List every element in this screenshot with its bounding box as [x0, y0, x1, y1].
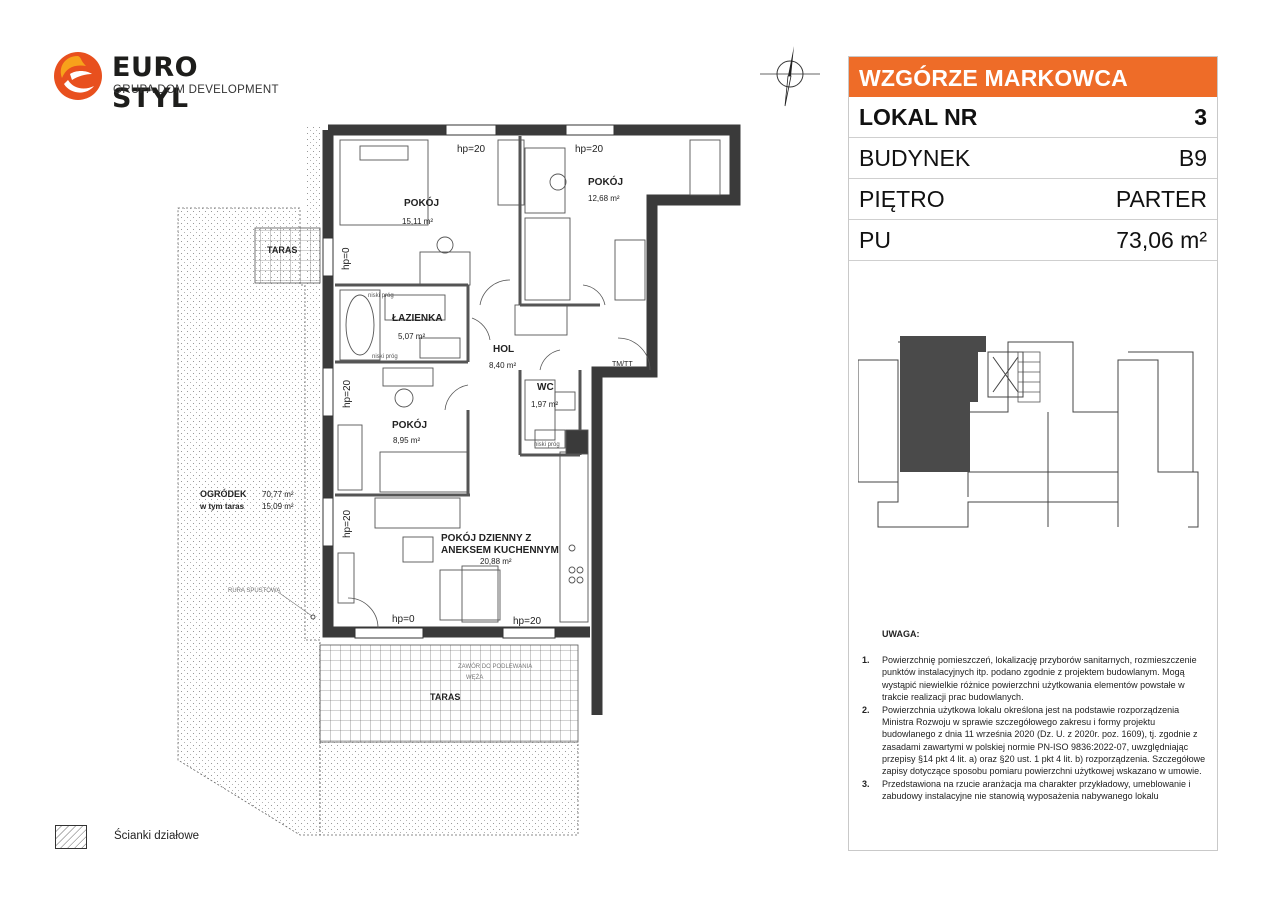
- windows: [322, 124, 615, 639]
- tag-rura: RURA SPUSTOWA: [228, 588, 280, 594]
- garden-area: [177, 125, 579, 836]
- note-item: 3.Przedstawiona na rzucie aranżacja ma c…: [862, 779, 1191, 802]
- tag-prog-2: niski próg: [372, 354, 398, 360]
- tag-hp20-vertical-1: hp=20: [342, 379, 353, 408]
- tag-hp20-3: hp=20: [513, 616, 542, 627]
- info-panel: WZGÓRZE MARKOWCA LOKAL NR 3 BUDYNEK B9 P…: [848, 56, 1218, 851]
- notes: UWAGA: 1.Powierzchnię pomieszczeń, lokal…: [862, 628, 1207, 804]
- legend-label: Ścianki działowe: [114, 830, 200, 842]
- row-lokal: LOKAL NR 3: [849, 97, 1217, 138]
- small-terrace-label: TARAS: [267, 245, 297, 255]
- room-wc-area: 1,97 m²: [531, 400, 558, 409]
- garden-label: OGRÓDEK: [200, 488, 247, 499]
- room-hol-name: HOL: [493, 344, 514, 355]
- north-arrow-icon: [760, 46, 820, 107]
- room-pokoj-2-area: 12,68 m²: [588, 194, 620, 203]
- big-terrace: [319, 644, 579, 743]
- row-lokal-value: 3: [1194, 104, 1207, 130]
- note-text: Powierzchnię pomieszczeń, lokalizację pr…: [882, 655, 1197, 702]
- garden-terrace-value: 15,09 m²: [262, 502, 294, 511]
- euro-styl-logo-icon: [54, 52, 102, 100]
- brand-logo: EURO STYL GRUPA DOM DEVELOPMENT: [52, 50, 282, 114]
- brand-name: EURO STYL: [112, 52, 199, 114]
- tag-hp0-vertical: hp=0: [341, 247, 352, 270]
- notes-list: 1.Powierzchnię pomieszczeń, lokalizację …: [862, 654, 1207, 802]
- room-pokoj-1-area: 15,11 m²: [402, 217, 433, 226]
- partition-wall-legend-icon: [55, 825, 87, 849]
- tag-prog-1: niski próg: [368, 293, 394, 299]
- tag-weza: WĘŻA: [466, 674, 483, 681]
- note-text: Przedstawiona na rzucie aranżacja ma cha…: [882, 779, 1191, 802]
- tag-tmtt: TM/TT: [612, 361, 633, 368]
- row-pu: PU 73,06 m²: [849, 220, 1217, 261]
- row-pu-value: 73,06 m²: [1116, 227, 1207, 253]
- notes-heading: UWAGA:: [882, 629, 920, 639]
- tag-hp20-1: hp=20: [457, 144, 486, 155]
- garden-label2: w tym taras: [199, 502, 245, 511]
- small-terrace: [254, 227, 321, 284]
- tag-zawor: ZAWÓR DO PODLEWANIA: [458, 663, 532, 670]
- note-text: Powierzchnia użytkowa lokalu określona j…: [882, 705, 1206, 777]
- tag-prog-3: niski próg: [534, 442, 560, 448]
- room-living-name: POKÓJ DZIENNY Z: [441, 531, 531, 544]
- room-pokoj-2-name: POKÓJ: [588, 175, 623, 188]
- room-pokoj-3-name: POKÓJ: [392, 418, 427, 431]
- brand-subtitle: GRUPA DOM DEVELOPMENT: [113, 84, 279, 96]
- row-pietro: PIĘTRO PARTER: [849, 179, 1217, 220]
- row-pietro-label: PIĘTRO: [859, 186, 945, 212]
- note-item: 2.Powierzchnia użytkowa lokalu określona…: [862, 705, 1206, 777]
- unit-highlight: [900, 336, 986, 472]
- tag-hp20-2: hp=20: [575, 144, 604, 155]
- doors: [347, 279, 651, 629]
- room-pokoj-1-name: POKÓJ: [404, 196, 439, 209]
- row-budynek-value: B9: [1178, 145, 1207, 171]
- row-lokal-label: LOKAL NR: [859, 104, 978, 130]
- row-pu-label: PU: [859, 227, 891, 253]
- building-key-plan: [858, 336, 1199, 528]
- garden-area-value: 70,77 m²: [262, 490, 294, 499]
- room-living-area: 20,88 m²: [480, 557, 512, 566]
- row-pietro-value: PARTER: [1115, 186, 1207, 212]
- row-budynek-label: BUDYNEK: [859, 145, 971, 171]
- tag-hp0: hp=0: [392, 614, 415, 625]
- floor-plan: POKÓJ 15,11 m² POKÓJ 12,68 m² ŁAZIENKA 5…: [177, 124, 741, 836]
- room-living-name2: ANEKSEM KUCHENNYM: [441, 545, 559, 556]
- tag-hp20-vertical-2: hp=20: [342, 509, 353, 538]
- room-lazienka-area: 5,07 m²: [398, 332, 425, 341]
- room-wc-name: WC: [537, 382, 554, 393]
- furniture: [337, 139, 721, 623]
- investment-title: WZGÓRZE MARKOWCA: [849, 57, 1217, 97]
- room-lazienka-name: ŁAZIENKA: [392, 313, 443, 324]
- room-pokoj-3-area: 8,95 m²: [393, 436, 420, 445]
- row-budynek: BUDYNEK B9: [849, 138, 1217, 179]
- room-hol-area: 8,40 m²: [489, 361, 516, 370]
- big-terrace-label: TARAS: [430, 692, 460, 702]
- note-item: 1.Powierzchnię pomieszczeń, lokalizację …: [862, 655, 1197, 702]
